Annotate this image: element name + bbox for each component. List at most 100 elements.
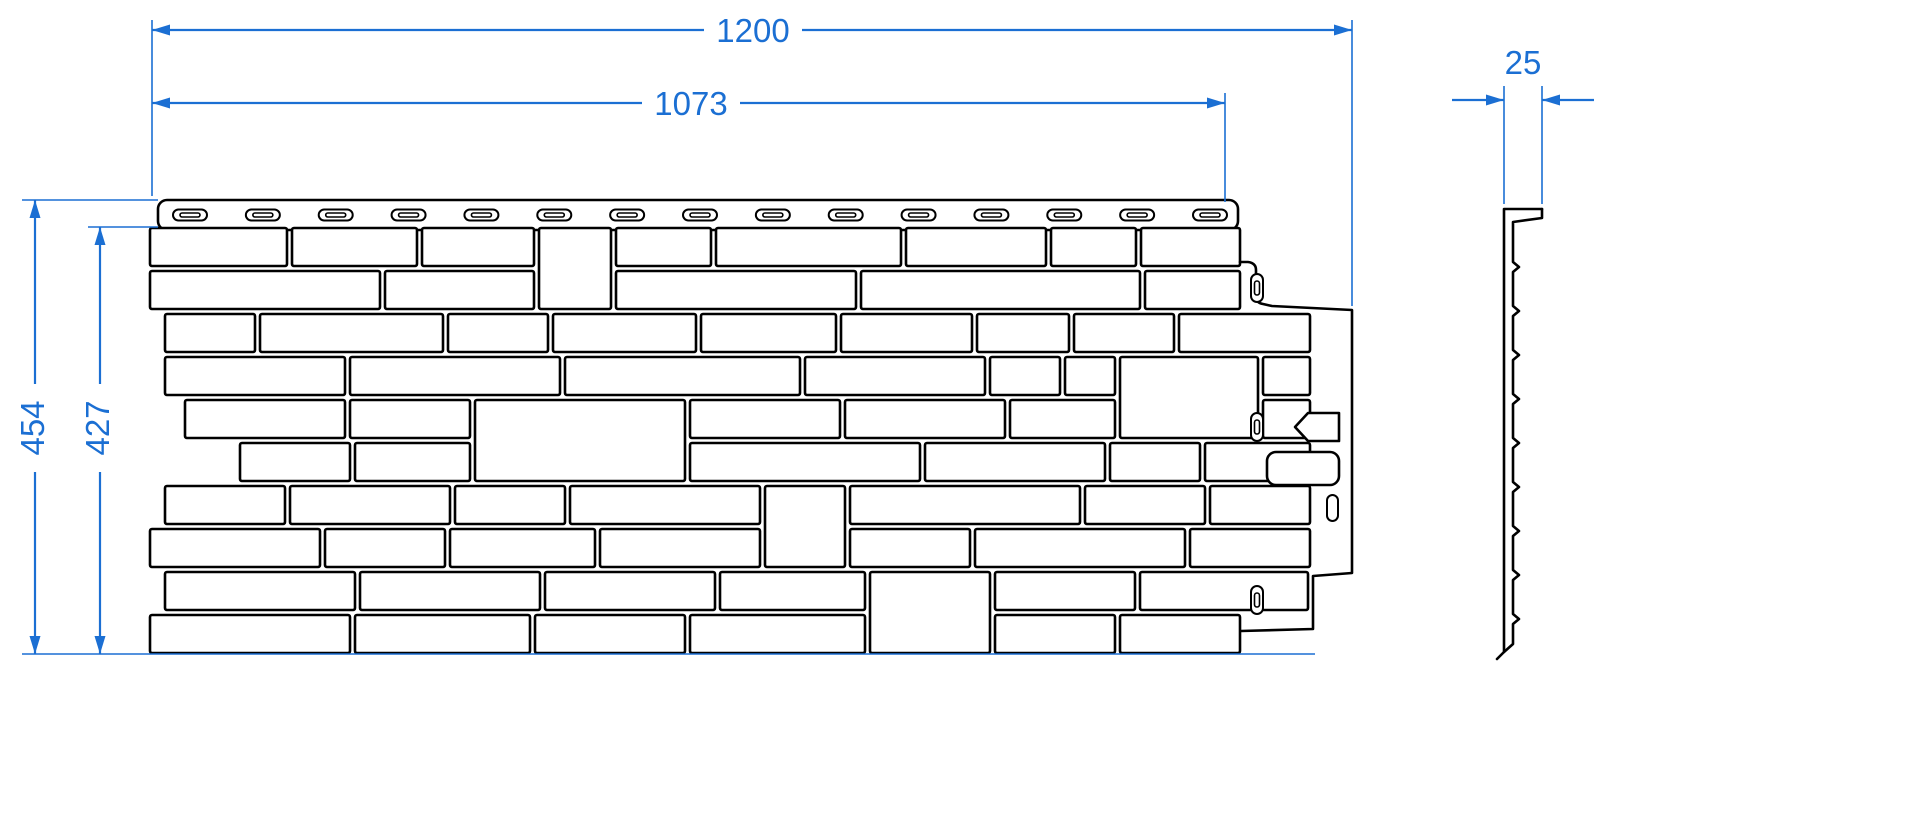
nail-slot-inner xyxy=(324,212,347,218)
fastener-slot-inner xyxy=(1253,419,1261,435)
stone-block xyxy=(473,398,687,483)
stone-block xyxy=(163,312,257,354)
nail-slot-inner xyxy=(1199,212,1221,218)
small-slot-icon xyxy=(1326,494,1339,522)
nail-slot-inner xyxy=(834,212,857,218)
profile-relief-edge xyxy=(1502,207,1544,654)
stone-block xyxy=(1139,226,1242,268)
stone-block xyxy=(288,484,452,526)
stone-block xyxy=(537,226,613,311)
stone-block xyxy=(568,484,762,526)
side-fastener-slots xyxy=(1250,273,1264,615)
stone-block xyxy=(533,613,687,655)
stone-block xyxy=(358,570,542,612)
fastener-slot-inner xyxy=(1253,592,1261,608)
nail-slot-inner xyxy=(689,212,711,218)
side-profile-view xyxy=(1495,207,1544,661)
stone-block xyxy=(1118,355,1260,440)
stone-block xyxy=(688,613,867,655)
arrowhead-left-icon xyxy=(152,24,170,36)
dimension-total-height: 454 xyxy=(14,199,1315,655)
stone-block xyxy=(353,613,532,655)
stone-block xyxy=(688,398,842,440)
dimension-nail-strip-width: 1073 xyxy=(152,85,1226,202)
stone-block xyxy=(975,312,1071,354)
stone-block xyxy=(904,226,1048,268)
interlock-features xyxy=(1265,411,1341,522)
stone-block xyxy=(923,441,1107,483)
stone-block xyxy=(348,398,472,440)
stone-block xyxy=(551,312,698,354)
arrowhead-left-icon xyxy=(152,97,170,109)
stone-block xyxy=(803,355,987,397)
profile-front-face xyxy=(1495,207,1544,661)
arrowhead-right-icon xyxy=(1486,94,1504,106)
stone-block xyxy=(1118,613,1242,655)
arrowhead-down-icon xyxy=(29,636,41,654)
nail-slot-inner xyxy=(543,212,566,218)
stone-block xyxy=(988,355,1062,397)
stone-block xyxy=(718,570,867,612)
stone-block xyxy=(148,269,382,311)
stone-block xyxy=(348,355,562,397)
stone-block xyxy=(163,355,347,397)
dimension-label-total-height: 454 xyxy=(14,400,51,455)
stone-block xyxy=(993,570,1137,612)
dimension-label-visible-height: 427 xyxy=(79,400,116,455)
stone-block xyxy=(448,527,597,569)
lock-arrow-icon xyxy=(1293,411,1341,443)
nail-slot-inner xyxy=(1053,212,1076,218)
stone-block xyxy=(598,527,762,569)
arrowhead-down-icon xyxy=(94,636,106,654)
stone-block xyxy=(1072,312,1176,354)
stone-block xyxy=(563,355,802,397)
stone-block xyxy=(848,484,1082,526)
stone-block xyxy=(323,527,447,569)
lock-pocket xyxy=(1265,450,1341,487)
arrowhead-right-icon xyxy=(1334,24,1352,36)
dimension-label-total-width: 1200 xyxy=(716,12,789,49)
nail-slot-inner xyxy=(252,212,274,218)
stone-block xyxy=(453,484,567,526)
stone-block xyxy=(993,613,1117,655)
stone-block xyxy=(1138,570,1310,612)
arrowhead-right-icon xyxy=(1207,97,1225,109)
stone-block xyxy=(163,570,357,612)
stone-block xyxy=(1177,312,1312,354)
arrowhead-up-icon xyxy=(29,200,41,218)
nail-slot-row xyxy=(172,208,1228,222)
stone-block xyxy=(614,269,858,311)
dimension-thickness: 25 xyxy=(1452,44,1594,204)
stone-block xyxy=(688,441,922,483)
stone-block xyxy=(763,484,847,569)
stone-block xyxy=(699,312,838,354)
stone-block xyxy=(1049,226,1138,268)
stone-block xyxy=(290,226,419,268)
arrowhead-up-icon xyxy=(94,227,106,245)
stone-block xyxy=(1108,441,1202,483)
stone-block xyxy=(1063,355,1117,397)
nail-slot-inner xyxy=(1126,212,1148,218)
stone-block xyxy=(839,312,974,354)
nail-slot-inner xyxy=(470,212,493,218)
stone-block xyxy=(848,527,972,569)
stone-block xyxy=(714,226,903,268)
nail-slot-inner xyxy=(907,212,930,218)
stone-block xyxy=(543,570,717,612)
nail-slot-inner xyxy=(397,212,420,218)
nail-slot-inner xyxy=(980,212,1003,218)
dimension-label-nail-strip-width: 1073 xyxy=(654,85,727,122)
arrowhead-left-icon xyxy=(1542,94,1560,106)
nail-slot-inner xyxy=(762,212,784,218)
dimension-total-width: 1200 xyxy=(151,12,1353,306)
stone-block xyxy=(148,613,352,655)
stone-block xyxy=(868,570,992,655)
stone-block xyxy=(238,441,352,483)
stone-pattern xyxy=(148,226,1312,655)
dimension-label-thickness: 25 xyxy=(1505,44,1542,81)
stone-block xyxy=(973,527,1187,569)
stone-block xyxy=(258,312,445,354)
stone-block xyxy=(1008,398,1117,440)
